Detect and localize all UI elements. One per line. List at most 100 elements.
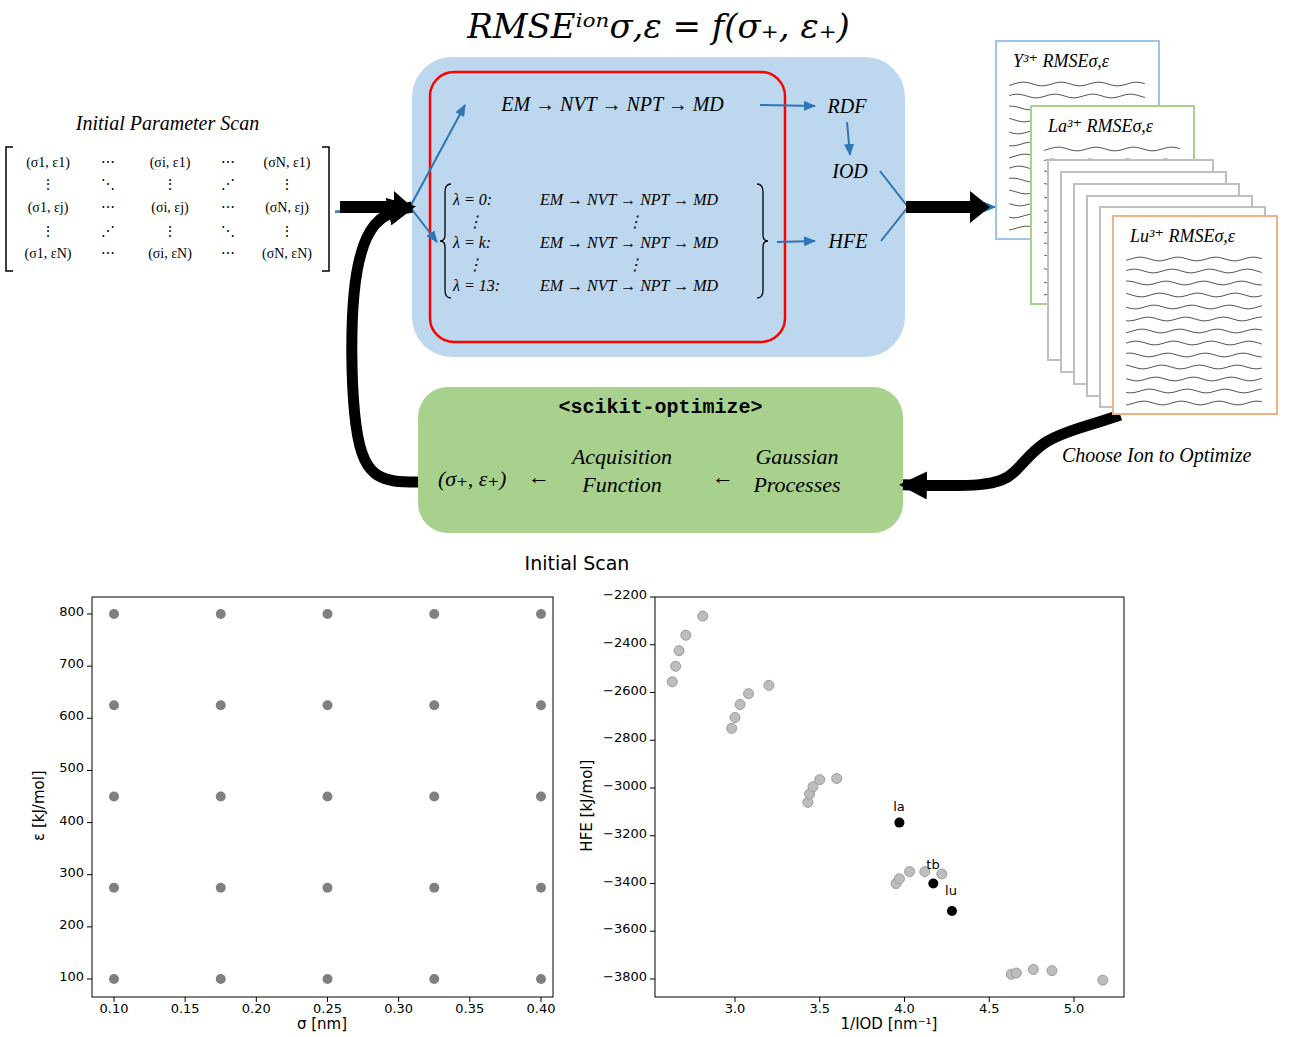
axis-tick (87, 613, 92, 614)
scan-point (681, 630, 691, 640)
text-slot: (σ1, εj) (12, 199, 84, 217)
node-text: Initial Parameter Scan (76, 112, 259, 134)
node-text: ⋯ (101, 246, 115, 261)
text-line (1126, 389, 1262, 393)
axis-label: −3200 (547, 827, 647, 842)
scan-point (109, 700, 119, 710)
text-slot: ⋮ (251, 223, 323, 241)
axis-label: −3000 (547, 779, 647, 794)
text-slot: IOD (820, 159, 880, 184)
reference-point (894, 818, 904, 828)
thick-arrow-head (970, 191, 990, 223)
axis-label: 100 (0, 970, 84, 985)
text-slot: ⋰ (72, 223, 144, 241)
text-slot: ⋯ (72, 245, 144, 263)
chart-title: Initial Scan (477, 553, 677, 575)
text-line (1126, 341, 1262, 345)
text-slot: EM → NVT → NPT → MD (465, 92, 760, 117)
node-text: EM → NVT → NPT → MD (540, 191, 718, 208)
scan-point (832, 773, 842, 783)
node-text: La³⁺ RMSEσ,ε (1048, 116, 1153, 136)
thick-arrow-shaft (340, 201, 398, 213)
axis-label: 300 (0, 866, 84, 881)
node-text: ⋮ (280, 224, 294, 239)
label-text: 4.0 (894, 1001, 915, 1016)
node-text: (σi, ε1) (150, 155, 191, 170)
scan-point (429, 700, 439, 710)
node-text: ⋯ (221, 200, 235, 215)
axis-label: −2200 (547, 588, 647, 603)
label-text: 500 (59, 760, 84, 775)
node-text: ⋯ (221, 155, 235, 170)
text-slot: ⋯ (72, 199, 144, 217)
axis-tick (87, 926, 92, 927)
node-text: ⋮ (163, 224, 177, 239)
flow-arrow (760, 105, 815, 106)
axis-tick (87, 718, 92, 719)
node-text: (σN, εj) (265, 200, 309, 215)
reference-point (947, 906, 957, 916)
label-text: −3200 (603, 826, 647, 841)
label-text: 0.35 (455, 1001, 484, 1016)
text-slot: (σi, εj) (134, 199, 206, 217)
text-line (1126, 281, 1262, 285)
text-slot: ⋮ (251, 176, 323, 194)
node-text: λ = 0: (453, 191, 492, 208)
scan-point (429, 609, 439, 619)
scan-point (727, 723, 737, 733)
axis-label: HFE [kJ/mol] (579, 706, 596, 906)
axis-tick (87, 979, 92, 980)
node-text: EM → NVT → NPT → MD (501, 93, 724, 115)
node-text: ← (712, 464, 734, 489)
node-text: (σi, εN) (148, 246, 192, 261)
scan-point (109, 974, 119, 984)
text-line (1126, 269, 1262, 273)
axis-tick (650, 835, 655, 836)
axis-label: 4.5 (889, 1002, 1089, 1017)
scan-point (536, 700, 546, 710)
thick-curved-arrow (352, 207, 418, 482)
axis-label: −3600 (547, 922, 647, 937)
text-slot: ⋮ (627, 255, 643, 275)
axis-label: lu (851, 884, 1051, 899)
axis-tick (650, 979, 655, 980)
text-line (1044, 147, 1180, 151)
label-text: 3.0 (725, 1001, 746, 1016)
node-text: <scikit-optimize> (558, 396, 762, 419)
node-text: EM → NVT → NPT → MD (540, 277, 718, 294)
optimizer-fill (418, 387, 903, 533)
label-text: 0.30 (384, 1001, 413, 1016)
node-text: (σN, ε1) (264, 155, 311, 170)
scan-point (109, 791, 119, 801)
node-text: Gaussian Processes (753, 444, 840, 497)
label-text: 0.25 (313, 1001, 342, 1016)
axis-label: −2800 (547, 731, 647, 746)
axis-label: 200 (0, 918, 84, 933)
scan-point (536, 609, 546, 619)
text-slot: HFE (815, 229, 881, 254)
axis-label: 5.0 (974, 1002, 1174, 1017)
node-text: HFE (829, 230, 868, 252)
axis-tick (87, 822, 92, 823)
scan-point (536, 883, 546, 893)
text-slot: λ = k: (453, 233, 491, 253)
scan-point (322, 883, 332, 893)
text-slot: ⋮ (467, 255, 483, 275)
text-line (1126, 365, 1262, 369)
text-line (1126, 317, 1262, 321)
text-slot: (σ1, ε1) (12, 154, 84, 172)
text-slot: Y³⁺ RMSEσ,ε (1013, 50, 1109, 73)
scan-point (667, 677, 677, 687)
axis-tick (650, 597, 655, 598)
result-page: Lu³⁺ RMSEσ,ε (1112, 215, 1278, 415)
scan-point (429, 791, 439, 801)
label-text: 100 (59, 969, 84, 984)
scan-point (744, 689, 754, 699)
lambda-pipelines: λ = 0:EM → NVT → NPT → MD⋮⋮λ = k:EM → NV… (437, 178, 777, 306)
text-slot: λ = 0: (453, 190, 492, 210)
text-slot: ⋮ (12, 176, 84, 194)
scan-point (1028, 964, 1038, 974)
scan-point (894, 874, 904, 884)
axis-label: −3800 (547, 970, 647, 985)
